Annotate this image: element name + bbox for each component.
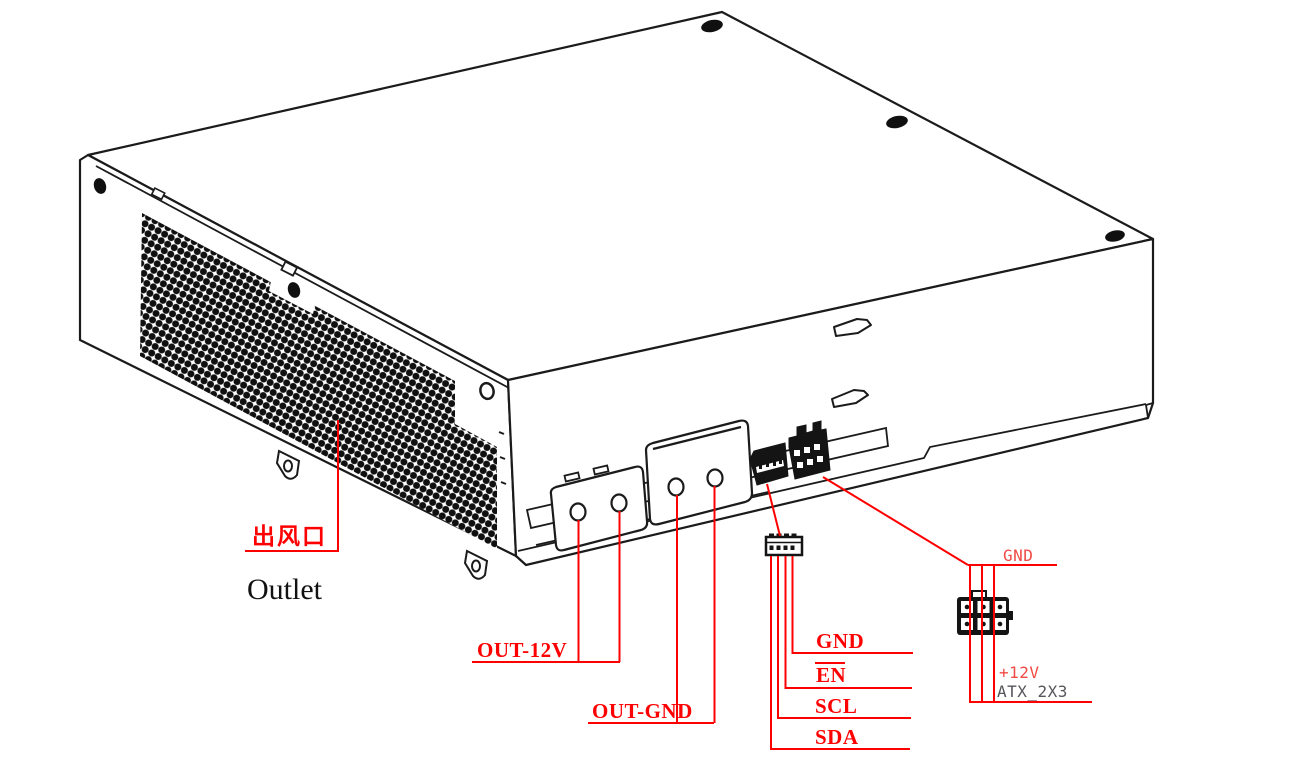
top-screw-holes [701,19,1125,242]
louver-vent [833,318,872,337]
red-labels: 出风口 OUT-12V OUT-GND GND EN SCL SDA [252,523,864,749]
label-atx-gnd: GND [1003,546,1033,565]
chassis-connector-2x3 [788,420,831,480]
label-outlet-cn: 出风口 [252,523,327,549]
annotation-leader-lines [245,420,1092,750]
mounting-tabs [275,449,489,580]
signal-header-detail [764,533,804,557]
cad-red-labels: GND +12V [999,546,1040,682]
air-outlet-mesh [140,213,497,549]
leader-header [766,483,781,537]
terminal-plate-12v [549,465,649,552]
chassis-connector-4pin [749,442,789,486]
leader-atx-diagonal [822,476,969,566]
label-outlet-en: Outlet [247,573,323,606]
terminal-hole [667,477,685,497]
side-screw-hole-ring [479,381,495,401]
front-vents [831,318,872,408]
label-out-gnd: OUT-GND [592,699,693,723]
leader-gnd [791,556,913,654]
label-scl: SCL [815,694,857,718]
label-sda: SDA [815,725,859,749]
terminal-hole [569,502,587,522]
leader-en [784,556,912,689]
label-atx-12v: +12V [999,663,1040,682]
edge-clip [150,186,166,201]
leader-scl [777,556,911,719]
screw-hole [287,282,301,298]
terminal-plate-gnd [644,419,754,526]
louver-vent [831,389,869,408]
mesh-notch [269,260,318,314]
label-out-12v: OUT-12V [477,638,567,662]
atx-2x3-connector-detail [957,590,1013,635]
side-screw-hole [93,178,107,194]
leader-sda [770,556,910,750]
edge-stitch-marks [498,431,507,485]
leader-outlet [245,420,339,552]
label-atx-name: ATX_2X3 [997,682,1068,701]
edge-clip [280,260,299,277]
label-en: EN [816,663,846,687]
label-gnd: GND [816,629,864,653]
terminal-hole [706,468,724,488]
terminal-hole [610,493,628,513]
